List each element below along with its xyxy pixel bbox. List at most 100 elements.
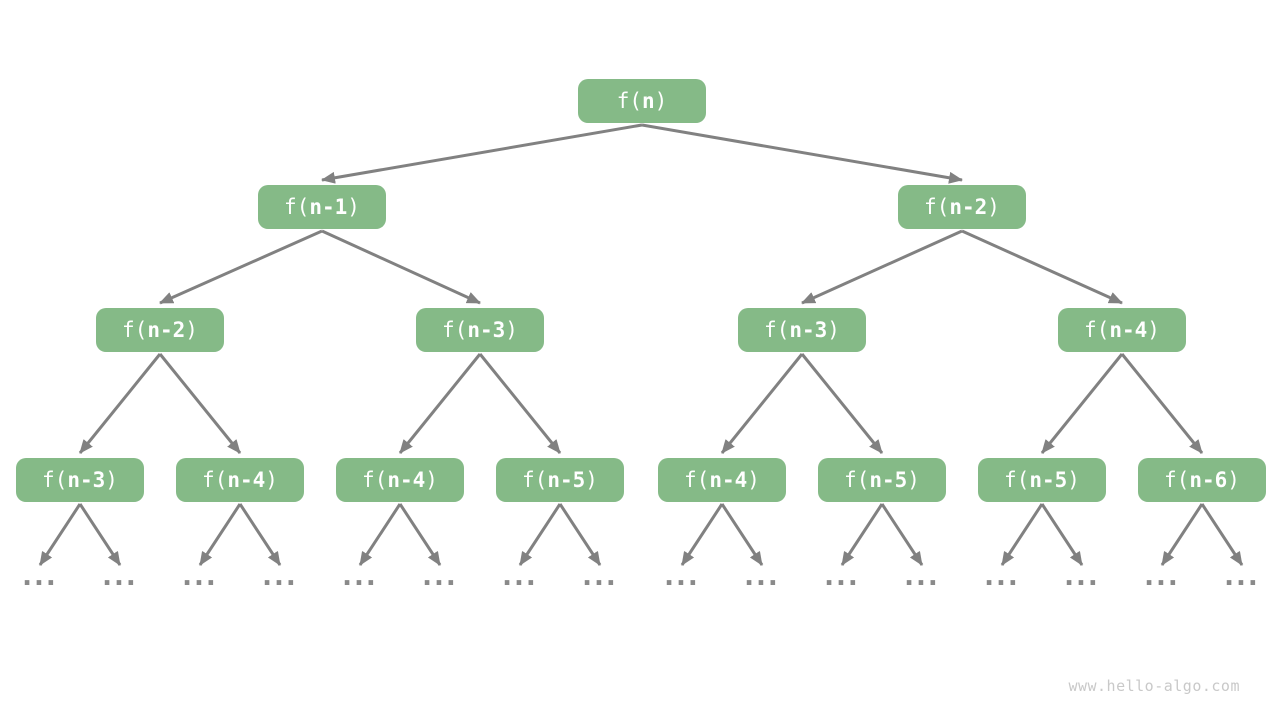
watermark: www.hello-algo.com: [1068, 677, 1240, 695]
node-label-suffix: ): [907, 467, 920, 492]
tree-edge-arrow: [680, 503, 724, 566]
ellipsis-leaf: ...: [744, 562, 780, 592]
node-label-argument: n-5: [1029, 467, 1068, 492]
node-label-prefix: f(: [442, 317, 468, 342]
ellipsis-leaf: ...: [824, 562, 860, 592]
tree-node: f(n-5): [978, 458, 1106, 502]
node-label-argument: n-5: [869, 467, 908, 492]
node-label-suffix: ): [185, 317, 198, 342]
ellipsis-leaf: ...: [1224, 562, 1260, 592]
node-label-argument: n-2: [147, 317, 186, 342]
ellipsis-leaf: ...: [262, 562, 298, 592]
tree-edge-arrow: [1160, 503, 1204, 566]
tree-node: f(n-2): [96, 308, 224, 352]
tree-node: f(n-1): [258, 185, 386, 229]
tree-node: f(n-4): [1058, 308, 1186, 352]
tree-edge-arrow: [478, 353, 562, 454]
node-label-suffix: ): [1227, 467, 1240, 492]
tree-edge-arrow: [1120, 353, 1204, 454]
node-label-prefix: f(: [616, 88, 642, 113]
tree-edge-arrow: [1000, 503, 1044, 566]
node-label-argument: n-6: [1189, 467, 1228, 492]
node-label-prefix: f(: [844, 467, 870, 492]
node-label-argument: n-4: [387, 467, 426, 492]
node-label-argument: n-2: [949, 194, 988, 219]
node-label-suffix: ): [585, 467, 598, 492]
tree-edge-arrow: [518, 503, 562, 566]
tree-node: f(n-4): [658, 458, 786, 502]
tree-node: f(n-3): [416, 308, 544, 352]
ellipsis-leaf: ...: [22, 562, 58, 592]
tree-edge-arrow: [158, 353, 242, 454]
node-label-suffix: ): [827, 317, 840, 342]
ellipsis-leaf: ...: [582, 562, 618, 592]
tree-edge-arrow: [961, 229, 1123, 305]
node-label-prefix: f(: [684, 467, 710, 492]
tree-edge-arrow: [78, 503, 122, 566]
ellipsis-leaf: ...: [502, 562, 538, 592]
node-label-argument: n: [641, 88, 655, 113]
node-label-argument: n-1: [309, 194, 348, 219]
tree-edge-arrow: [1200, 503, 1244, 566]
node-label-prefix: f(: [1084, 317, 1110, 342]
tree-node: f(n): [578, 79, 706, 123]
node-label-argument: n-4: [709, 467, 748, 492]
tree-node: f(n-4): [176, 458, 304, 502]
node-label-suffix: ): [1067, 467, 1080, 492]
tree-edge-arrow: [641, 123, 963, 184]
ellipsis-leaf: ...: [342, 562, 378, 592]
ellipsis-leaf: ...: [664, 562, 700, 592]
node-label-prefix: f(: [924, 194, 950, 219]
tree-node: f(n-3): [16, 458, 144, 502]
node-label-prefix: f(: [362, 467, 388, 492]
tree-node: f(n-3): [738, 308, 866, 352]
ellipsis-leaf: ...: [102, 562, 138, 592]
tree-edge-arrow: [198, 503, 242, 566]
node-label-prefix: f(: [522, 467, 548, 492]
tree-edge-arrow: [38, 503, 82, 566]
tree-edge-arrow: [1040, 503, 1084, 566]
tree-edge-arrow: [800, 353, 884, 454]
ellipsis-leaf: ...: [1064, 562, 1100, 592]
node-label-prefix: f(: [1004, 467, 1030, 492]
ellipsis-leaf: ...: [422, 562, 458, 592]
node-label-suffix: ): [747, 467, 760, 492]
node-label-argument: n-5: [547, 467, 586, 492]
node-label-argument: n-3: [67, 467, 106, 492]
tree-node: f(n-5): [496, 458, 624, 502]
ellipsis-leaf: ...: [182, 562, 218, 592]
ellipsis-leaf: ...: [984, 562, 1020, 592]
tree-node: f(n-5): [818, 458, 946, 502]
tree-edge-arrow: [238, 503, 282, 566]
tree-edge-arrow: [398, 503, 442, 566]
tree-node: f(n-2): [898, 185, 1026, 229]
node-label-suffix: ): [654, 88, 668, 113]
tree-edge-arrow: [159, 229, 323, 305]
node-label-suffix: ): [347, 194, 360, 219]
tree-edge-arrow: [840, 503, 884, 566]
node-label-prefix: f(: [1164, 467, 1190, 492]
node-label-prefix: f(: [42, 467, 68, 492]
node-label-suffix: ): [987, 194, 1000, 219]
node-label-argument: n-3: [789, 317, 828, 342]
node-label-argument: n-4: [227, 467, 266, 492]
node-label-prefix: f(: [202, 467, 228, 492]
tree-edge-arrow: [321, 123, 643, 184]
tree-edge-arrow: [1040, 353, 1124, 454]
node-label-suffix: ): [1147, 317, 1160, 342]
node-label-argument: n-3: [467, 317, 506, 342]
tree-node: f(n-6): [1138, 458, 1266, 502]
node-label-argument: n-4: [1109, 317, 1148, 342]
node-label-suffix: ): [425, 467, 438, 492]
tree-edge-arrow: [558, 503, 602, 566]
tree-edge-arrow: [321, 229, 481, 305]
node-label-prefix: f(: [284, 194, 310, 219]
tree-edge-arrow: [398, 353, 482, 454]
ellipsis-leaf: ...: [904, 562, 940, 592]
tree-edge-arrow: [720, 503, 764, 566]
node-label-suffix: ): [265, 467, 278, 492]
tree-node: f(n-4): [336, 458, 464, 502]
node-label-suffix: ): [505, 317, 518, 342]
